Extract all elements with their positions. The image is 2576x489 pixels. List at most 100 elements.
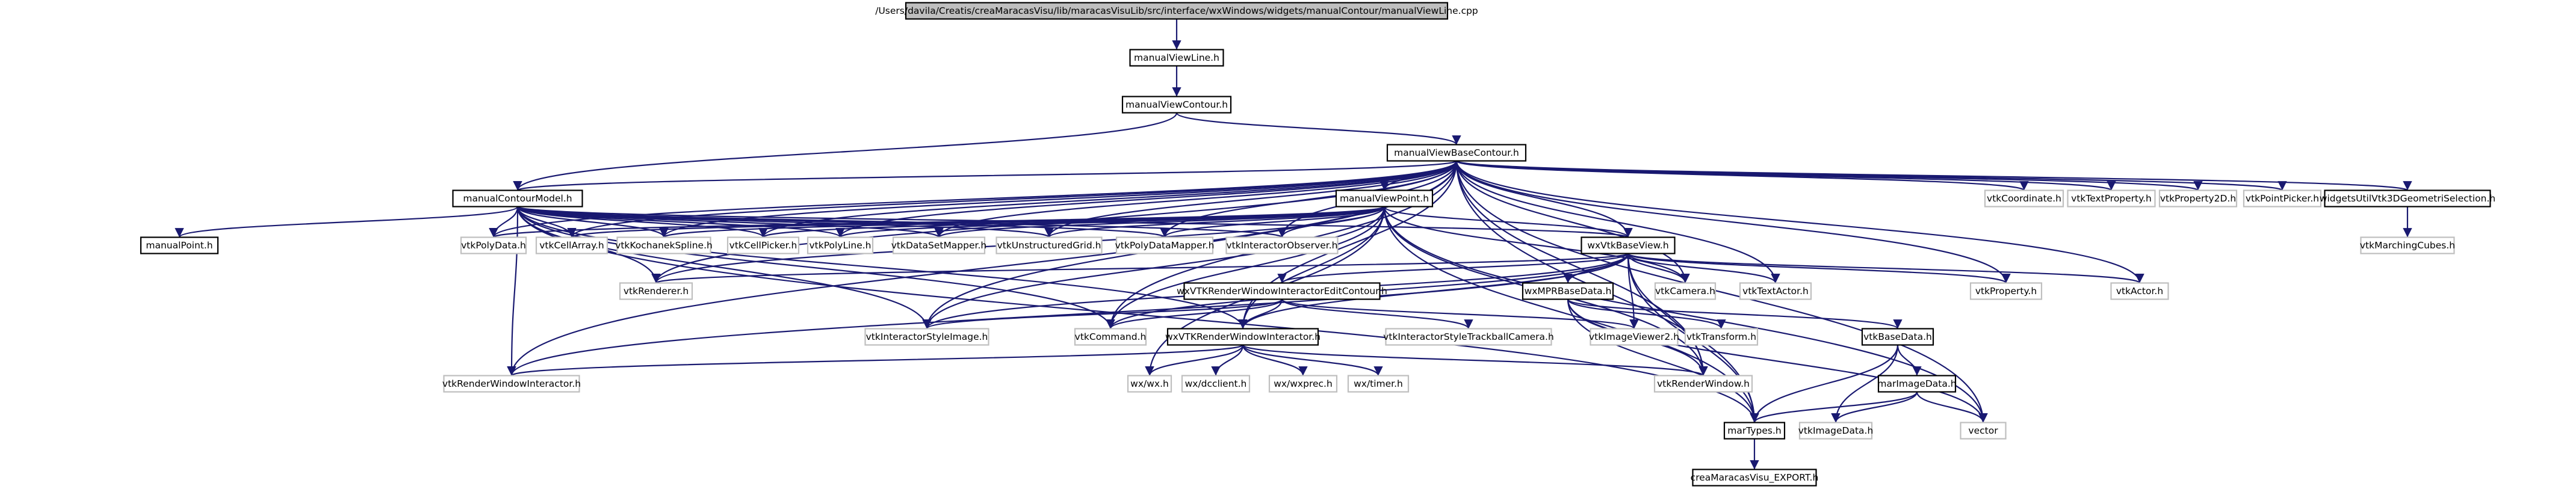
node-vtkUnstructuredGrid-h[interactable]: vtkUnstructuredGrid.h [995, 236, 1103, 254]
node-label: vtkProperty.h [1975, 286, 2037, 297]
node-vtkRenderWindowInteractor-h[interactable]: vtkRenderWindowInteractor.h [442, 375, 581, 393]
edge-wxVtkBaseView_h-to-vtkProperty_h [1627, 253, 2011, 284]
node-box[interactable] [1723, 422, 1786, 440]
node-wxVtkBaseView-h[interactable]: wxVtkBaseView.h [1581, 236, 1676, 254]
node-box[interactable] [1225, 236, 1339, 254]
node-box[interactable] [1798, 422, 1873, 440]
node-box[interactable] [452, 189, 583, 208]
node-box[interactable] [1183, 282, 1381, 300]
node-marImageData-h[interactable]: marImageData.h [1877, 375, 1957, 393]
node-manualContourModel-h[interactable]: manualContourModel.h [452, 189, 583, 208]
node-root[interactable]: /Users/davila/Creatis/creaMaracasVisu/li… [875, 2, 1478, 20]
node-box[interactable] [1861, 328, 1934, 346]
node-box[interactable] [1386, 144, 1527, 162]
node-box[interactable] [1127, 375, 1172, 393]
node-vtkInteractorStyleImage-h[interactable]: vtkInteractorStyleImage.h [864, 328, 989, 346]
node-box[interactable] [2243, 189, 2322, 208]
node-box[interactable] [1129, 49, 1224, 67]
node-box[interactable] [1335, 189, 1434, 208]
node-widgetsUtilVtk3DGeometriSelection-h[interactable]: widgetsUtilVtk3DGeometriSelection.h [2320, 189, 2495, 208]
node-box[interactable] [1121, 96, 1232, 114]
node-box[interactable] [1347, 375, 1410, 393]
node-box[interactable] [1115, 236, 1214, 254]
node-box[interactable] [2067, 189, 2156, 208]
node-wx-dcclient-h[interactable]: wx/dcclient.h [1181, 375, 1251, 393]
node-box[interactable] [1684, 328, 1759, 346]
node-wxVTKRenderWindowInteractorEditContour-h[interactable]: wxVTKRenderWindowInteractorEditContour.h [1177, 282, 1387, 300]
node-vtkTextProperty-h[interactable]: vtkTextProperty.h [2067, 189, 2156, 208]
node-vtkCamera-h[interactable]: vtkCamera.h [1654, 282, 1717, 300]
node-vtkImageViewer2-h[interactable]: vtkImageViewer2.h [1589, 328, 1679, 346]
node-wxVTKRenderWindowInteractor-h[interactable]: wxVTKRenderWindowInteractor.h [1165, 328, 1321, 346]
node-box[interactable] [1653, 375, 1753, 393]
node-box[interactable] [1181, 375, 1251, 393]
node-marTypes-h[interactable]: marTypes.h [1723, 422, 1786, 440]
node-manualViewContour-h[interactable]: manualViewContour.h [1121, 96, 1232, 114]
node-vtkTransform-h[interactable]: vtkTransform.h [1684, 328, 1759, 346]
node-creaMaracasVisu-EXPORT-h[interactable]: creaMaracasVisu_EXPORT.h [1691, 469, 1819, 487]
node-box[interactable] [1166, 328, 1319, 346]
node-box[interactable] [807, 236, 874, 254]
node-label: vtkTransform.h [1686, 331, 1756, 342]
node-box[interactable] [1581, 236, 1676, 254]
node-vtkPolyData-h[interactable]: vtkPolyData.h [460, 236, 527, 254]
node-box[interactable] [2324, 189, 2491, 208]
node-box[interactable] [2110, 282, 2169, 300]
node-box[interactable] [905, 2, 1449, 20]
node-vector[interactable]: vector [1960, 422, 2007, 440]
node-vtkKochanekSpline-h[interactable]: vtkKochanekSpline.h [615, 236, 713, 254]
node-box[interactable] [1984, 189, 2064, 208]
node-wx-wxprec-h[interactable]: wx/wxprec.h [1268, 375, 1338, 393]
node-box[interactable] [1739, 282, 1812, 300]
node-vtkProperty-h[interactable]: vtkProperty.h [1969, 282, 2043, 300]
node-box[interactable] [892, 236, 986, 254]
node-vtkCellPicker-h[interactable]: vtkCellPicker.h [726, 236, 800, 254]
node-vtkInteractorObserver-h[interactable]: vtkInteractorObserver.h [1225, 236, 1339, 254]
node-box[interactable] [2158, 189, 2238, 208]
node-vtkCellArray-h[interactable]: vtkCellArray.h [535, 236, 608, 254]
node-box[interactable] [726, 236, 800, 254]
node-vtkBaseData-h[interactable]: vtkBaseData.h [1861, 328, 1934, 346]
node-vtkRenderer-h[interactable]: vtkRenderer.h [619, 282, 693, 300]
node-vtkActor-h[interactable]: vtkActor.h [2110, 282, 2169, 300]
node-box[interactable] [1522, 282, 1614, 300]
node-box[interactable] [140, 236, 219, 254]
node-vtkDataSetMapper-h[interactable]: vtkDataSetMapper.h [891, 236, 986, 254]
node-box[interactable] [616, 236, 711, 254]
node-box[interactable] [1654, 282, 1717, 300]
node-box[interactable] [1877, 375, 1957, 393]
node-vtkPolyDataMapper-h[interactable]: vtkPolyDataMapper.h [1115, 236, 1215, 254]
node-vtkCoordinate-h[interactable]: vtkCoordinate.h [1984, 189, 2064, 208]
edge-wxVTKRenderWindowInteractorEditContour_h-to-vtkInteractorStyleTrackballCamera_h [1281, 298, 1473, 330]
node-manualPoint-h[interactable]: manualPoint.h [140, 236, 219, 254]
node-vtkPointPicker-h[interactable]: vtkPointPicker.h [2243, 189, 2322, 208]
node-box[interactable] [1969, 282, 2043, 300]
node-box[interactable] [1268, 375, 1338, 393]
node-vtkTextActor-h[interactable]: vtkTextActor.h [1739, 282, 1812, 300]
node-box[interactable] [1590, 328, 1679, 346]
node-manualViewLine-h[interactable]: manualViewLine.h [1129, 49, 1224, 67]
node-wxMPRBaseData-h[interactable]: wxMPRBaseData.h [1522, 282, 1614, 300]
node-manualViewPoint-h[interactable]: manualViewPoint.h [1335, 189, 1434, 208]
node-box[interactable] [535, 236, 608, 254]
node-box[interactable] [995, 236, 1103, 254]
node-wx-wx-h[interactable]: wx/wx.h [1127, 375, 1172, 393]
node-box[interactable] [443, 375, 580, 393]
node-vtkPolyLine-h[interactable]: vtkPolyLine.h [807, 236, 874, 254]
node-box[interactable] [1960, 422, 2007, 440]
node-box[interactable] [2360, 236, 2455, 254]
node-vtkMarchingCubes-h[interactable]: vtkMarchingCubes.h [2360, 236, 2455, 254]
node-box[interactable] [864, 328, 989, 346]
node-box[interactable] [1385, 328, 1552, 346]
node-wx-timer-h[interactable]: wx/timer.h [1347, 375, 1410, 393]
node-vtkImageData-h[interactable]: vtkImageData.h [1798, 422, 1874, 440]
node-vtkProperty2D-h[interactable]: vtkProperty2D.h [2158, 189, 2238, 208]
node-manualViewBaseContour-h[interactable]: manualViewBaseContour.h [1386, 144, 1527, 162]
node-vtkInteractorStyleTrackballCamera-h[interactable]: vtkInteractorStyleTrackballCamera.h [1383, 328, 1554, 346]
node-vtkRenderWindow-h[interactable]: vtkRenderWindow.h [1653, 375, 1753, 393]
node-vtkCommand-h[interactable]: vtkCommand.h [1074, 328, 1147, 346]
node-box[interactable] [1692, 469, 1817, 487]
node-box[interactable] [1074, 328, 1147, 346]
node-box[interactable] [619, 282, 693, 300]
node-box[interactable] [460, 236, 527, 254]
